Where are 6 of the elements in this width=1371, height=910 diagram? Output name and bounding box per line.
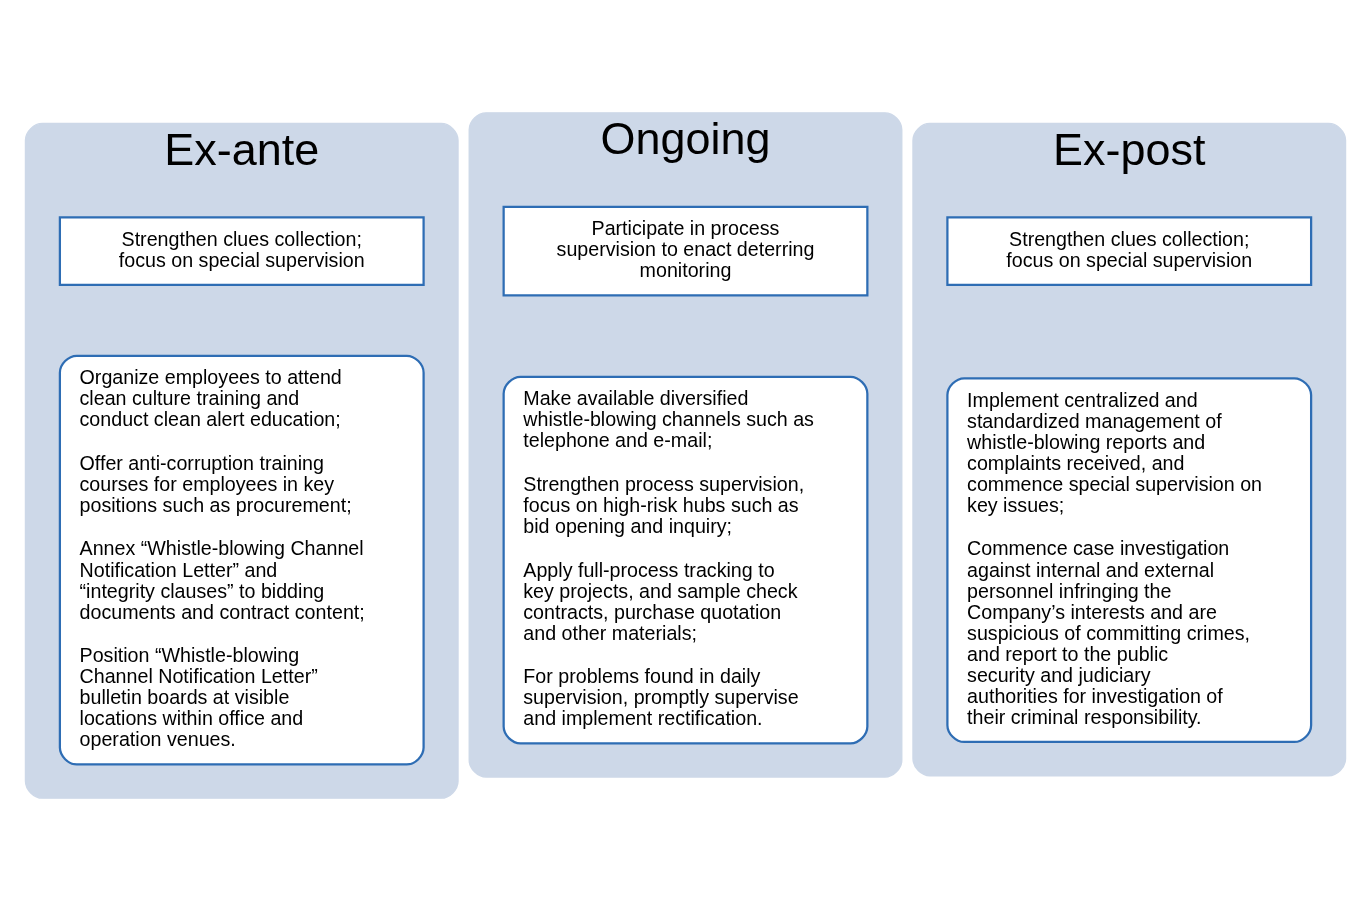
node-box: Participate in process supervision to enact deterring monitoring [502,205,869,297]
node-box: Organize employees to attend clean culture training and conduct clean alert education; Offer anti-corruption training courses for employees in key positions such as procurement; Annex “Whistle-blowing Channel Notification Letter” and “integrity clauses” to bidding documents and contract content; Position “Whistle-blowing Channel Notification Letter” bulletin boards at visible locations within office and operation venues. [58,354,425,766]
node-box: Make available diversified whistle-blowing channels such as telephone and e-mail; Strengthen process supervision, focus on high-risk hubs such as bid opening and inquiry; Apply full-process tracking to key projects, and sample check contracts, purchase quotation and other materials; For problems found in daily supervision, promptly supervise and implement rectification. [502,375,869,744]
node-box: Implement centralized and standardized management of whistle-blowing reports and complaints received, and commence special supervision on key issues; Commence case investigation against internal and external personnel infringing the Company’s interests and are suspicious of committing crimes, and report to the public security and judiciary authorities for investigation of their criminal responsibility. [946,376,1313,743]
node-box: Strengthen clues collection; focus on special supervision [58,215,425,286]
node-box: Strengthen clues collection; focus on special supervision [946,215,1313,286]
